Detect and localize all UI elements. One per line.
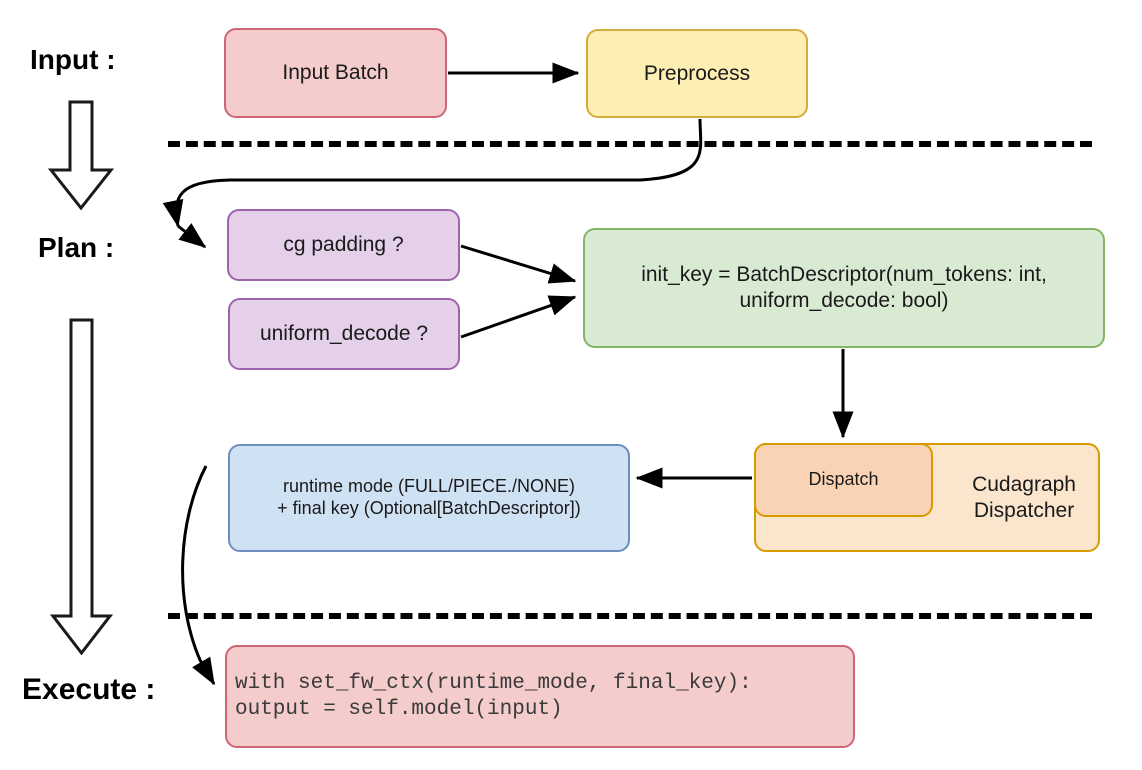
node-preprocess[interactable]: Preprocess	[586, 29, 808, 118]
node-execute-code[interactable]: with set_fw_ctx(runtime_mode, final_key)…	[225, 645, 855, 748]
stage-label-execute: Execute :	[22, 673, 156, 706]
node-init-key[interactable]: init_key = BatchDescriptor(num_tokens: i…	[583, 228, 1105, 348]
node-input-batch[interactable]: Input Batch	[224, 28, 447, 118]
node-dispatch[interactable]: Dispatch	[754, 443, 933, 517]
connector-uniform-decode-to-init-key	[460, 295, 577, 339]
stage-label-plan: Plan :	[38, 232, 115, 263]
node-uniform-decode[interactable]: uniform_decode ?	[228, 298, 460, 370]
node-runtime-mode[interactable]: runtime mode (FULL/PIECE./NONE) + final …	[228, 444, 630, 552]
connector-cg-padding-to-init-key	[460, 244, 577, 284]
stage-arrow-input-to-plan	[48, 100, 114, 210]
separator-plan-execute	[168, 613, 1092, 619]
connector-runtime-mode-to-execute-code	[181, 465, 216, 686]
node-cg-padding[interactable]: cg padding ?	[227, 209, 460, 281]
stage-label-input: Input :	[30, 44, 116, 75]
stage-arrow-plan-to-execute	[50, 318, 113, 655]
separator-input-plan	[168, 141, 1092, 147]
